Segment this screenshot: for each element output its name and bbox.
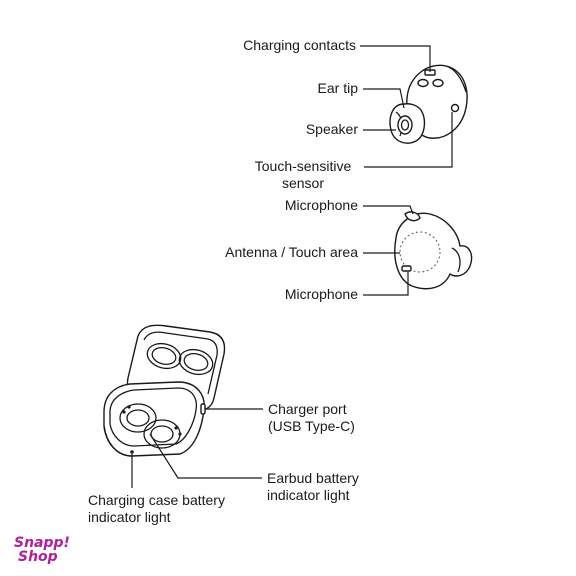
label-speaker: Speaker	[305, 121, 358, 137]
snapp-shop-logo: Snapp! Shop	[14, 536, 70, 564]
logo-line1: Snapp!	[14, 535, 70, 551]
label-touch-sensitive-line2: sensor	[281, 175, 325, 191]
earbud-side-view	[394, 211, 473, 290]
leader-lines-case	[131, 408, 263, 488]
label-touch-sensitive-sensor: Touch-sensitive sensor	[244, 158, 362, 192]
label-charging-contacts: Charging contacts	[243, 37, 356, 53]
label-microphone-bottom: Microphone	[284, 286, 358, 302]
leader-lines-earbud-side	[363, 205, 414, 296]
label-ear-tip: Ear tip	[317, 80, 358, 96]
leader-lines-earbud-back	[360, 45, 453, 168]
label-case-battery-line1: Charging case battery	[88, 492, 225, 508]
label-microphone-top: Microphone	[284, 197, 358, 213]
label-earbud-battery-indicator: Earbud battery indicator light	[267, 470, 359, 504]
label-touch-sensitive-line1: Touch-sensitive	[254, 158, 352, 174]
label-case-battery-indicator: Charging case battery indicator light	[88, 492, 225, 526]
label-antenna-touch-area: Antenna / Touch area	[225, 244, 358, 260]
label-charger-port-line1: Charger port	[268, 401, 347, 417]
label-charger-port-line2: (USB Type-C)	[268, 418, 355, 434]
label-charger-port: Charger port (USB Type-C)	[268, 401, 355, 435]
label-case-battery-line2: indicator light	[88, 509, 171, 525]
label-earbud-battery-line2: indicator light	[267, 487, 350, 503]
charging-case	[103, 324, 226, 457]
earbud-back-view	[389, 64, 468, 144]
logo-line2: Shop	[18, 549, 58, 565]
label-earbud-battery-line1: Earbud battery	[267, 470, 359, 486]
